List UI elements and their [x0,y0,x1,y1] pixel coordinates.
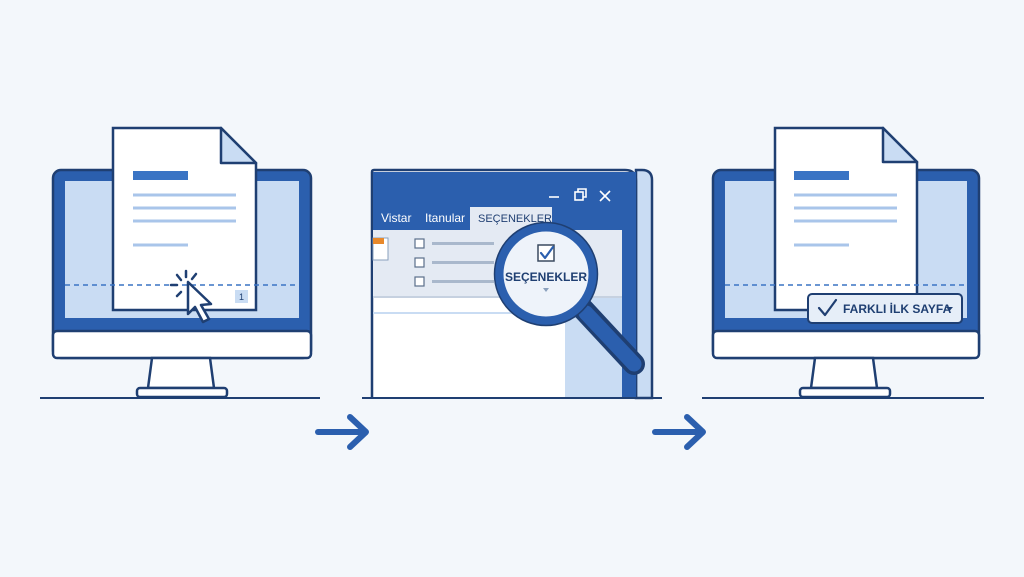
document-page [725,126,967,312]
monitor-base [135,386,229,399]
paste-icon-accent [373,238,384,244]
ribbon-checkbox[interactable] [414,276,425,287]
caret-down-icon [543,288,549,292]
mouse-cursor-icon [186,280,213,324]
window-back-panel [634,168,654,400]
close-icon[interactable] [599,190,611,202]
arrow-right-icon [652,414,706,450]
monitor-chin [51,329,313,360]
page-fold [219,126,258,165]
monitor-base [798,386,892,399]
page-fold [881,126,919,164]
magnifier-label: SEÇENEKLER [505,270,587,284]
window-controls [549,188,611,202]
checkbox-check-mark [539,245,555,260]
doc-heading-bar [794,171,849,180]
restore-icon[interactable] [574,188,587,201]
monitor-stand [809,356,879,390]
arrow-right-icon [315,414,369,450]
step-1-monitor: 1 [40,126,320,399]
magnifier-icon: SEÇENEKLER [493,221,645,375]
page-number-box [235,290,248,303]
checkmark-icon [817,298,838,317]
magnifier-handle-fill [578,305,642,372]
step-3-monitor: FARKLI İLK SAYFA [702,126,984,399]
different-first-page-label: FARKLI İLK SAYFA [843,301,952,316]
click-burst-icon [169,269,198,298]
checkbox-checked-icon [537,244,555,262]
magnifier-ring-outline [493,221,599,327]
ribbon-tab-vistar[interactable]: Vistar [381,211,411,225]
document-page: 1 [65,126,299,312]
page-number: 1 [239,292,244,302]
different-first-page-button[interactable]: FARKLI İLK SAYFA [807,293,963,324]
window-top-edge [373,172,622,182]
ribbon-tab-secenekler[interactable]: SEÇENEKLER [478,213,552,225]
ribbon-checkbox[interactable] [414,257,425,268]
ribbon-checkbox[interactable] [414,238,425,249]
ribbon-checkbox-list [414,238,494,287]
step-2-window: Vistar Itanular SEÇENEKLER SEÇENEKLER [362,168,662,400]
magnifier-ring [494,222,598,326]
ribbon-tab-itanular[interactable]: Itanular [425,211,465,225]
doc-heading-bar [133,171,188,180]
monitor-chin [711,329,981,360]
caret-down-icon [946,307,953,311]
monitor-stand [146,356,216,390]
